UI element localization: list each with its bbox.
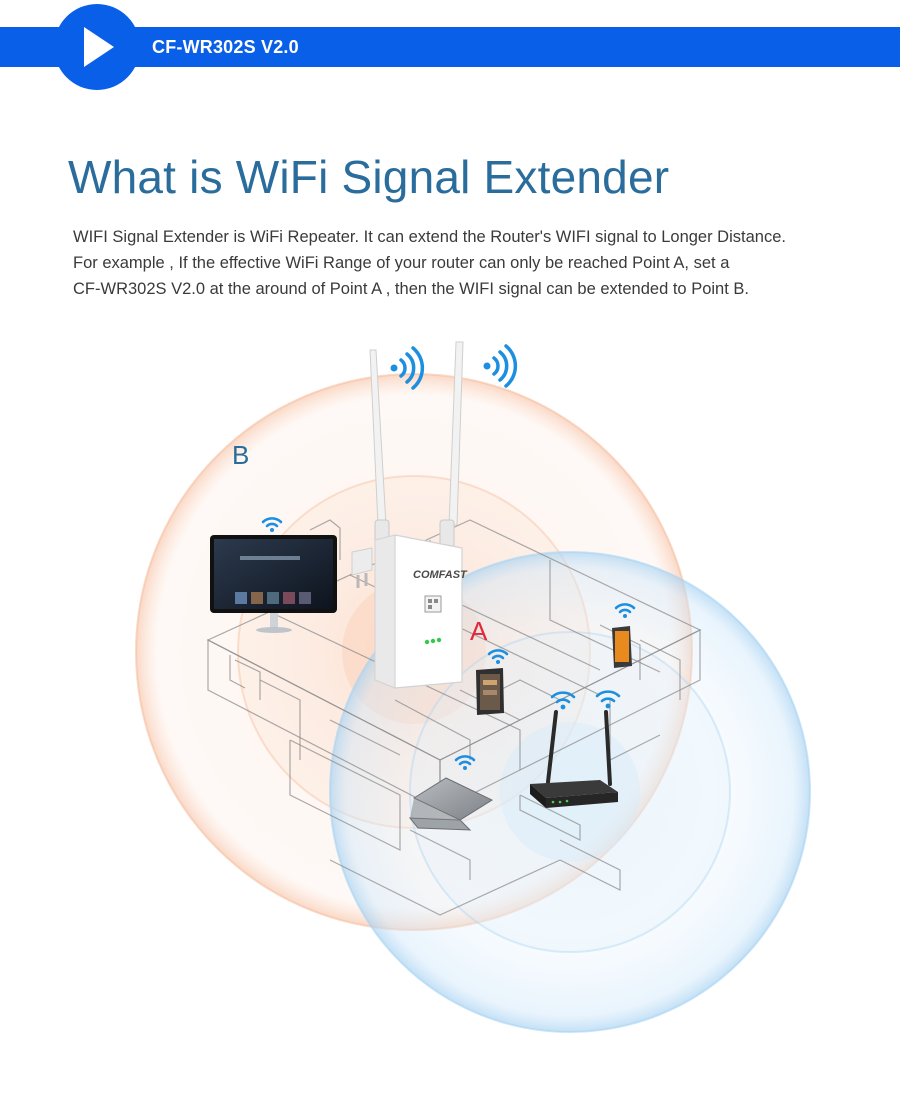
phone — [612, 626, 632, 668]
description-line: For example , If the effective WiFi Rang… — [73, 254, 730, 272]
laptop-wifi-icon — [454, 755, 476, 770]
page-title: What is WiFi Signal Extender — [68, 151, 670, 203]
extender-diagram: B COMFAST — [135, 341, 811, 1033]
point-b-text: B — [232, 440, 249, 470]
extender-wifi-signal-right-icon — [483, 344, 518, 388]
router-wifi-left-icon — [550, 691, 576, 710]
router-wifi-right-icon — [595, 690, 621, 709]
phone-wifi-icon — [614, 603, 636, 618]
laptop — [408, 777, 494, 831]
tablet — [476, 668, 504, 715]
extender-brand: COMFAST — [413, 569, 468, 581]
point-a-text: A — [470, 616, 488, 646]
point-a-label: A — [470, 616, 488, 646]
extender-device: COMFAST — [351, 341, 468, 689]
router — [530, 710, 618, 808]
description: WIFI Signal Extender is WiFi Repeater. I… — [73, 224, 863, 302]
monitor-wifi-icon — [261, 517, 283, 532]
description-line: CF-WR302S V2.0 at the around of Point A … — [73, 280, 749, 298]
product-label: CF-WR302S V2.0 — [152, 37, 299, 57]
point-b-label: B — [232, 440, 249, 470]
extender-wifi-signal-left-icon — [390, 346, 425, 390]
wifi-icons — [261, 517, 636, 770]
play-badge — [54, 4, 140, 90]
play-icon — [84, 27, 114, 67]
tablet-wifi-icon — [487, 649, 509, 664]
header-banner — [0, 27, 900, 67]
description-line: WIFI Signal Extender is WiFi Repeater. I… — [73, 228, 786, 246]
monitor — [210, 535, 337, 633]
floor-plan — [206, 519, 702, 916]
